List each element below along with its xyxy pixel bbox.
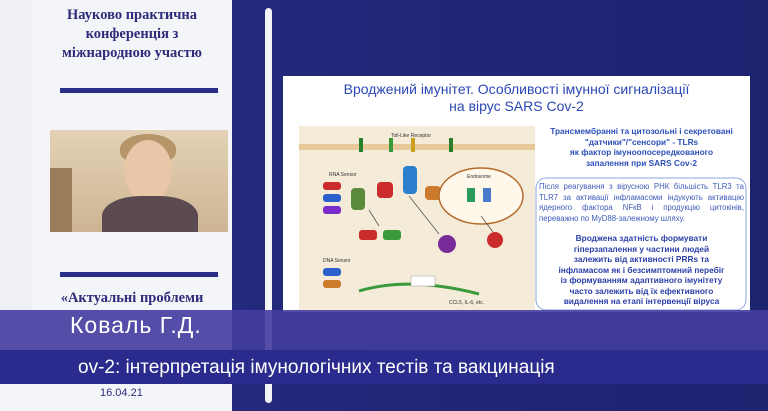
slide-title: Вроджений імунітет. Особливості імунної … bbox=[283, 81, 750, 115]
slide-bold-line: інфламасом як і безсимптомний перебіг bbox=[558, 264, 725, 275]
sensor-protein bbox=[323, 206, 341, 214]
slide-bold-line: із формуванням адаптивного імунітету bbox=[560, 275, 723, 285]
panel-divider bbox=[265, 8, 272, 403]
slide-bold-line: Вроджена здатність формувати bbox=[575, 233, 708, 243]
slide-bold-line: гіперзапалення у частини людей bbox=[573, 243, 710, 254]
speaker-name: Коваль Г.Д. bbox=[70, 312, 202, 338]
tlr-endosomal bbox=[483, 188, 491, 202]
slide-body-text: Після реагування з вірусною РНК більшіст… bbox=[539, 182, 744, 223]
signaling-pathway-diagram: Toll-Like Receptor RNA Sensor Endosome D… bbox=[299, 126, 535, 311]
title-underline bbox=[60, 88, 218, 93]
irf-protein bbox=[359, 230, 377, 240]
webcam-speaker-face bbox=[124, 140, 172, 202]
receptor-mark bbox=[449, 138, 453, 152]
irf3-complex bbox=[487, 232, 503, 248]
slide-bold-line: часто залежить від їх ефективного bbox=[569, 285, 714, 296]
nucleus-promoter bbox=[410, 275, 436, 287]
adaptor-protein bbox=[351, 188, 365, 210]
cell-membrane bbox=[299, 144, 535, 150]
dna-sensor-protein bbox=[323, 268, 341, 276]
broadcast-date: 16.04.21 bbox=[100, 387, 143, 399]
dna-sensor-protein bbox=[323, 280, 341, 288]
conference-title-line: міжнародною участю bbox=[62, 45, 202, 61]
receptor-label: Toll-Like Receptor bbox=[391, 133, 431, 139]
nfkb-complex bbox=[438, 235, 456, 253]
sensor-protein bbox=[323, 182, 341, 190]
irf-protein bbox=[383, 230, 401, 240]
conference-title: Науково практична конференція з міжнарод… bbox=[36, 6, 228, 63]
slide-heading-line: Трансмембранні та цитозольні і секретова… bbox=[550, 126, 733, 136]
slide-bold-line: залежить від активності PRRs та bbox=[573, 254, 710, 264]
slide-heading-line: як фактор імуноопосередкованого bbox=[569, 147, 714, 157]
sensor-protein bbox=[323, 194, 341, 202]
slide-heading-line: "датчики"/"сенсори" - TLRs bbox=[584, 136, 699, 147]
speaker-webcam bbox=[50, 130, 228, 232]
tlr-endosomal bbox=[467, 188, 475, 202]
presentation-slide: Вроджений імунітет. Особливості імунної … bbox=[283, 76, 750, 312]
slide-title-line: на вірус SARS Cov-2 bbox=[449, 98, 584, 114]
myd88-protein bbox=[403, 166, 417, 194]
cytokine-label: CCL5, IL-6, etc. bbox=[449, 300, 484, 306]
subtitle-overline bbox=[60, 272, 218, 277]
slide-heading-line: запалення при SARS Cov-2 bbox=[585, 157, 698, 168]
receptor-mark bbox=[359, 138, 363, 152]
kinase-protein bbox=[377, 182, 393, 198]
slide-bold-line: видалення на етапі інтервенції віруса bbox=[563, 296, 720, 306]
webcam-shelf bbox=[50, 168, 72, 232]
bottom-left-strip bbox=[0, 384, 232, 411]
receptor-mark bbox=[411, 138, 415, 152]
dna-sensor-label: DNA Sensor bbox=[323, 258, 351, 264]
slide-title-line: Вроджений імунітет. Особливості імунної … bbox=[343, 81, 690, 97]
slide-bold-text: Вроджена здатність формувати гіперзапале… bbox=[539, 233, 744, 307]
scrolling-caption: ov-2: інтерпретація імунологічних тестів… bbox=[78, 357, 555, 378]
rna-sensor-label: RNA Sensor bbox=[329, 172, 357, 178]
slide-heading: Трансмембранні та цитозольні і секретова… bbox=[539, 126, 744, 168]
conference-title-line: конференція з bbox=[85, 26, 179, 42]
receptor-mark bbox=[389, 138, 393, 152]
webcam-speaker-body bbox=[102, 196, 198, 232]
conference-title-line: Науково практична bbox=[67, 7, 197, 23]
conference-subtitle: «Актуальні проблеми bbox=[60, 290, 204, 306]
endosome-shape bbox=[438, 167, 524, 225]
traf-protein bbox=[425, 186, 441, 200]
caption-band bbox=[0, 350, 768, 384]
speaker-name-band bbox=[0, 310, 768, 350]
signal-arrows bbox=[368, 195, 494, 235]
endosome-label: Endosome bbox=[467, 174, 491, 180]
